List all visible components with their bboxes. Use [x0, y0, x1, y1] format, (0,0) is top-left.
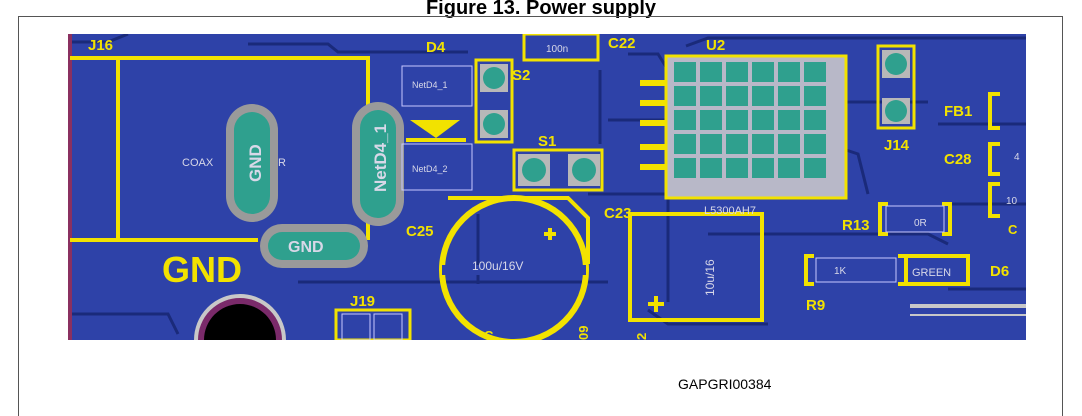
- r9-value: 1K: [834, 266, 847, 277]
- c28-value: 4: [1014, 152, 1020, 163]
- c22-value: 100n: [546, 44, 568, 55]
- label-c28: C28: [944, 151, 972, 168]
- label-s2: S2: [512, 67, 530, 84]
- c23-capacitor: [628, 212, 764, 322]
- fragment-c-bottom: C: [484, 328, 494, 340]
- netd4-2-label: NetD4_2: [412, 164, 448, 174]
- j14-jumper: [876, 44, 916, 130]
- mounting-hole-center: [204, 304, 276, 340]
- gnd-pad-left-text: GND: [246, 144, 265, 182]
- d4-footprint: [401, 65, 473, 191]
- label-gnd-large: GND: [162, 249, 242, 290]
- label-r13: R13: [842, 217, 870, 234]
- r13-body: [885, 205, 945, 233]
- fragment-09: 09: [576, 326, 591, 340]
- label-c22: C22: [608, 35, 636, 52]
- fragment-10: 10: [1006, 196, 1018, 207]
- u2-pad-grid: [674, 62, 826, 178]
- diode-symbol: [410, 120, 460, 138]
- fragment-2: 2: [634, 333, 649, 340]
- u2-leads: [640, 80, 666, 170]
- label-c23: C23: [604, 205, 632, 222]
- j19-connector: [334, 308, 412, 340]
- board-edge: [68, 34, 72, 340]
- netd4-pad-text: NetD4_1: [371, 124, 390, 192]
- c23-value: 10u/16: [703, 259, 717, 296]
- label-j14: J14: [884, 137, 910, 154]
- figure-title: Figure 13. Power supply: [425, 0, 657, 19]
- label-d6: D6: [990, 263, 1009, 280]
- gnd-pad-bottom-text: GND: [288, 239, 324, 256]
- figure-id: GAPGRI00384: [678, 376, 772, 392]
- u2-chip: [640, 54, 848, 200]
- label-c25: C25: [406, 223, 434, 240]
- label-j16: J16: [88, 37, 113, 54]
- coax-label: COAX: [182, 157, 214, 169]
- figure-frame: [18, 16, 1063, 416]
- r9-body: [815, 257, 897, 283]
- netd4-pad: [360, 110, 396, 218]
- board-background: [68, 34, 1026, 340]
- gnd-pad-left: [234, 112, 270, 214]
- s1-jumper: [512, 148, 604, 192]
- s2-jumper: [474, 58, 514, 144]
- label-d4: D4: [426, 39, 446, 56]
- d6-value: GREEN: [912, 267, 951, 279]
- c25-capacitor: [439, 195, 590, 340]
- c22-footprint: [522, 34, 600, 62]
- netd4-1-label: NetD4_1: [412, 80, 448, 90]
- label-j19: J19: [350, 293, 375, 310]
- gnd-pad-bottom: [268, 232, 360, 260]
- label-s1: S1: [538, 133, 556, 150]
- r13-r9-d6-outlines: [804, 202, 970, 286]
- r-label: R: [278, 157, 286, 169]
- label-r9: R9: [806, 297, 825, 314]
- c25-value: 100u/16V: [472, 259, 523, 273]
- r13-value: 0R: [914, 218, 927, 229]
- fb1-c28-outlines: [988, 92, 1000, 218]
- header-pins: [910, 304, 1026, 316]
- fragment-c: C: [1008, 222, 1018, 237]
- pcb-layout: J16 D4 C22 U2 S2 S1 FB1 C28 J14 C23 C25 …: [68, 34, 1026, 340]
- label-fb1: FB1: [944, 103, 972, 120]
- u2-part-number: L5300AH7: [704, 205, 756, 217]
- label-u2: U2: [706, 37, 725, 54]
